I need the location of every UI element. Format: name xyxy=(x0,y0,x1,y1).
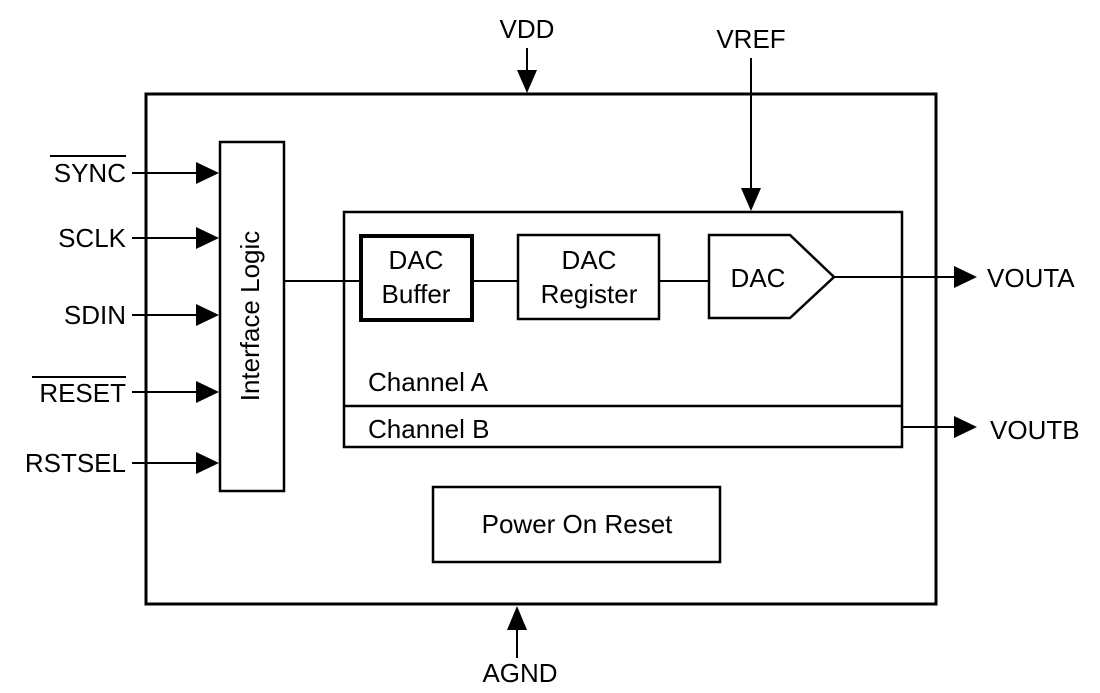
dac-label: DAC xyxy=(731,263,786,293)
reset-arrow xyxy=(196,381,219,403)
pin-sclk: SCLK xyxy=(58,223,219,253)
vdd-arrow xyxy=(517,70,537,93)
voutb-arrow xyxy=(954,416,977,438)
dac-buffer-block xyxy=(359,234,474,322)
pin-sdin: SDIN xyxy=(64,300,219,330)
dac-block xyxy=(707,233,836,320)
pin-label-vdd: VDD xyxy=(500,14,555,44)
channel-b-label: Channel B xyxy=(368,414,489,444)
pin-label-vref: VREF xyxy=(716,24,785,54)
dac-buffer-label-line2: Buffer xyxy=(382,279,451,309)
pin-label-sclk: SCLK xyxy=(58,223,127,253)
rstsel-arrow xyxy=(196,452,219,474)
dac-register-block xyxy=(516,233,661,321)
sclk-arrow xyxy=(196,227,219,249)
vref-arrow xyxy=(741,188,761,211)
sdin-arrow xyxy=(196,304,219,326)
pin-label-agnd: AGND xyxy=(482,658,557,688)
pin-label-sdin: SDIN xyxy=(64,300,126,330)
pin-reset: RESET xyxy=(32,376,219,408)
pin-label-voutb: VOUTB xyxy=(990,415,1080,445)
vouta-arrow xyxy=(954,266,977,288)
pin-label-sync: SYNC xyxy=(54,158,126,188)
pin-label-reset: RESET xyxy=(39,378,126,408)
pin-rstsel: RSTSEL xyxy=(25,448,219,478)
pin-sync: SYNC xyxy=(50,155,219,188)
channel-a-label: Channel A xyxy=(368,367,489,397)
agnd-arrow xyxy=(507,606,527,630)
power-on-reset-block xyxy=(431,485,722,564)
interface-logic-label: Interface Logic xyxy=(235,231,265,402)
power-on-reset-label: Power On Reset xyxy=(482,509,674,539)
dac-register-label-line1: DAC xyxy=(562,245,617,275)
pin-label-vouta: VOUTA xyxy=(987,263,1075,293)
dac-buffer-label-line1: DAC xyxy=(389,245,444,275)
pin-label-rstsel: RSTSEL xyxy=(25,448,126,478)
dac-register-label-line2: Register xyxy=(541,279,638,309)
sync-arrow xyxy=(196,162,219,184)
interface-logic-block xyxy=(218,140,286,493)
